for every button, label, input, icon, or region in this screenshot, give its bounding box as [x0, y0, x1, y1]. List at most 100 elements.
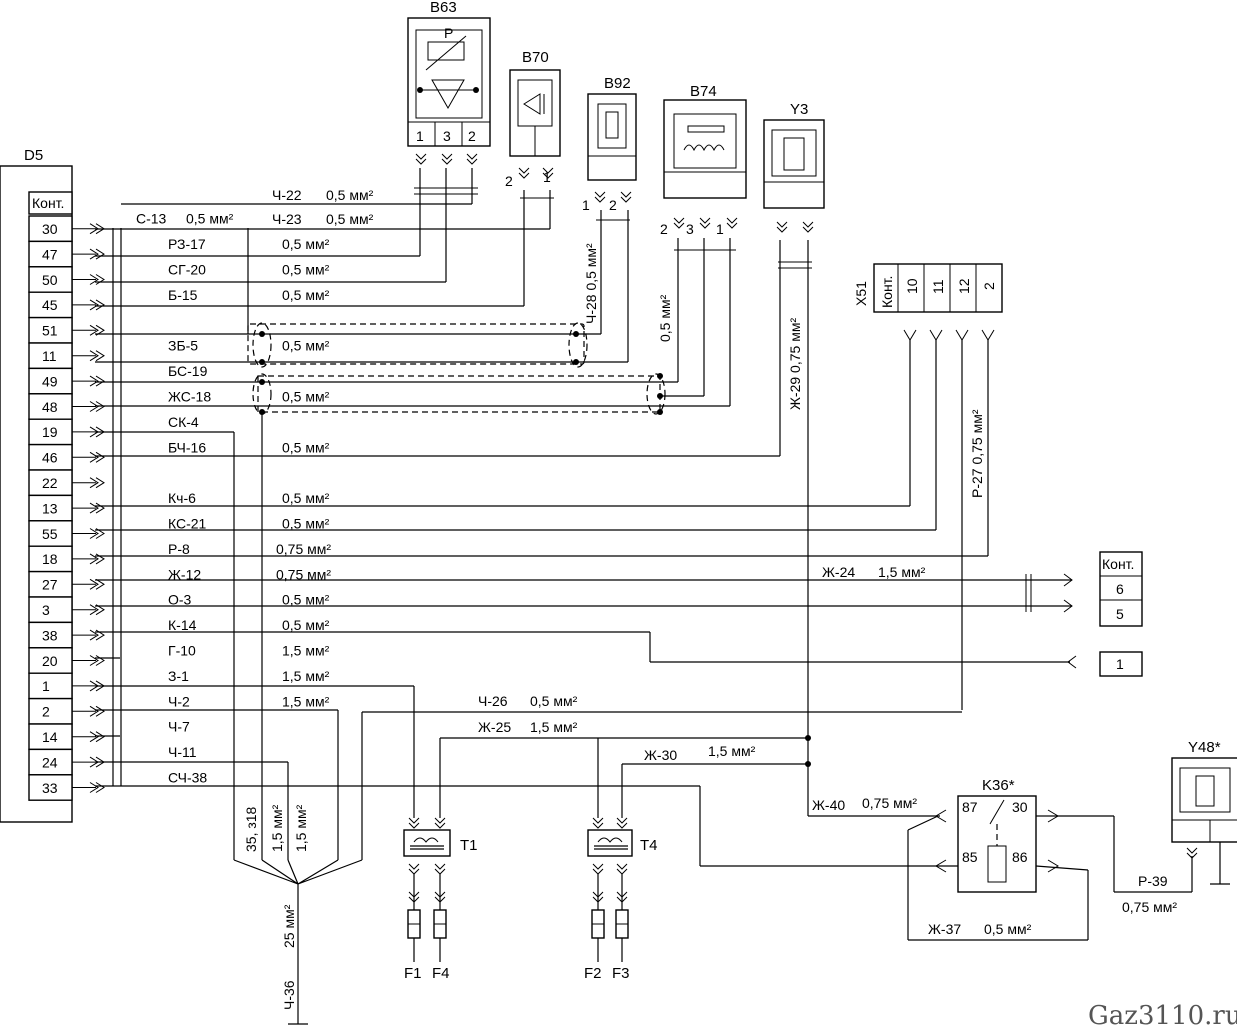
right-connector-header: Конт.	[1102, 556, 1134, 572]
b92-pin-1: 1	[582, 197, 590, 213]
b63-conn-1	[415, 153, 427, 165]
d5-pin-number: 51	[42, 323, 58, 339]
b92-crystal-symbol	[605, 111, 619, 139]
x51-pin-11: 11	[930, 279, 946, 294]
d5-pin-cell	[28, 266, 73, 293]
right-connector	[1099, 551, 1143, 627]
d5-wire-size: 0,75 мм²	[276, 566, 331, 582]
y48-body	[1171, 757, 1237, 843]
d5-wire-label: О-3	[168, 592, 192, 608]
x51-title: X51	[853, 281, 869, 306]
d5-wire-label: Б-15	[168, 287, 198, 303]
wire-ch22: Ч-22	[272, 187, 302, 203]
d5-pin-cell	[28, 774, 73, 801]
d5-wire-label: СГ-20	[168, 262, 206, 278]
b70-title: B70	[522, 49, 549, 66]
x51-connectors	[903, 329, 995, 341]
d5-wire-label: К-14	[168, 617, 197, 633]
b63-pin-1: 1	[416, 128, 424, 144]
x51-body	[873, 263, 1003, 313]
b63-pin-3: 3	[443, 128, 451, 144]
d5-wire-size: 0,5 мм²	[282, 490, 330, 506]
ground-label-2: 1,5 мм²	[269, 804, 285, 852]
d5-wire-size: 0,5 мм²	[282, 389, 330, 405]
d5-pin-number: 18	[42, 551, 58, 567]
d5-wire-label: БС-19	[168, 363, 208, 379]
wire-ch26: Ч-26	[478, 693, 508, 709]
y3-body	[763, 119, 825, 209]
d5-wire-label: Ч-11	[168, 744, 197, 760]
wire-ch23-size: 0,5 мм²	[326, 211, 374, 227]
wire-zh37-size: 0,5 мм²	[984, 921, 1032, 937]
b63-sensor-symbol	[431, 79, 465, 110]
d5-wire-label: СК-4	[168, 414, 199, 430]
lower-wires	[95, 412, 1193, 1025]
y3-valve-symbol	[783, 137, 805, 171]
x51-pin-10: 10	[904, 278, 920, 294]
d5-pin-number: 2	[42, 704, 50, 720]
k36-pin-30: 30	[1012, 799, 1028, 815]
b63-conn-2	[466, 153, 478, 165]
d5-wire-size: 1,5 мм²	[282, 668, 330, 684]
b74-coil-symbol	[683, 144, 725, 152]
d5-pin-number: 50	[42, 272, 58, 288]
wire-zh25: Ж-25	[478, 719, 511, 735]
d5-pin-cell	[28, 672, 73, 700]
d5-wire-label: З-1	[168, 668, 189, 684]
t4-f2: F2	[584, 965, 602, 982]
ground-label-1: 35, з18	[243, 806, 259, 852]
d5-wire-label: СЧ-38	[168, 770, 207, 786]
d5-pin-number: 45	[42, 297, 58, 313]
t1-title: T1	[460, 837, 478, 854]
d5-wire-size: 0,5 мм²	[282, 262, 330, 278]
d5-pin-number: 49	[42, 373, 58, 389]
d5-wire-size: 1,5 мм²	[282, 693, 330, 709]
ground-label-3: 1,5 мм²	[293, 804, 309, 852]
d5-wire-label: Ч-2	[168, 693, 190, 709]
b63-title: B63	[430, 0, 457, 16]
b92-body	[587, 93, 637, 181]
d5-wire-label: КС-21	[168, 516, 207, 532]
y3-title: Y3	[790, 101, 808, 118]
b63-p: P	[444, 25, 453, 41]
b70-diode-symbol	[523, 93, 545, 115]
k36-title: K36*	[982, 777, 1015, 794]
x51-pin-12: 12	[956, 278, 972, 294]
wire-zh40-size: 0,75 мм²	[862, 795, 917, 811]
d5-pin-cell	[28, 697, 73, 725]
d5-pin-number: 33	[42, 780, 58, 796]
d5-wire-size: 0,5 мм²	[282, 617, 330, 633]
t4-title: T4	[640, 837, 658, 854]
wire-ch26-size: 0,5 мм²	[530, 693, 578, 709]
wire-r27: Р-27 0,75 мм²	[969, 409, 985, 498]
d5-pin-number: 3	[42, 602, 50, 618]
ground-wire: Ч-36	[281, 980, 297, 1010]
right-connector-pin-6: 6	[1116, 581, 1124, 597]
d5-wire-size: 0,75 мм²	[276, 541, 331, 557]
d5-pin-number: 22	[42, 475, 58, 491]
d5-pin-cell	[28, 342, 73, 370]
d5-pin-number: 38	[42, 627, 58, 643]
t4-transformer	[587, 817, 633, 962]
b63-body	[407, 17, 491, 147]
k36-pin-86: 86	[1012, 849, 1028, 865]
k36-pin-85: 85	[962, 849, 978, 865]
d5-wire-label: РЗ-17	[168, 236, 206, 252]
t1-f1: F1	[404, 965, 422, 982]
wire-zh30: Ж-30	[644, 747, 677, 763]
d5-pin-number: 47	[42, 246, 58, 262]
b74-magnet	[687, 125, 725, 133]
x51-pin-2: 2	[981, 282, 997, 290]
b63-inner	[415, 29, 483, 119]
d5-wire-size: 0,5 мм²	[282, 287, 330, 303]
wire-ch23: Ч-23	[272, 211, 302, 227]
wire-zh37: Ж-37	[928, 921, 961, 937]
k36-pin-87: 87	[962, 799, 978, 815]
d5-wire-label: Ж-12	[168, 566, 201, 582]
d5-wire-label: С-13	[136, 211, 167, 227]
d5-pin-cell	[28, 621, 73, 649]
d5-wire-label: Г-10	[168, 643, 196, 659]
t1-transformer	[403, 817, 451, 962]
d5-wire-label: Ч-7	[168, 719, 190, 735]
d5-pin-cell	[28, 596, 73, 624]
